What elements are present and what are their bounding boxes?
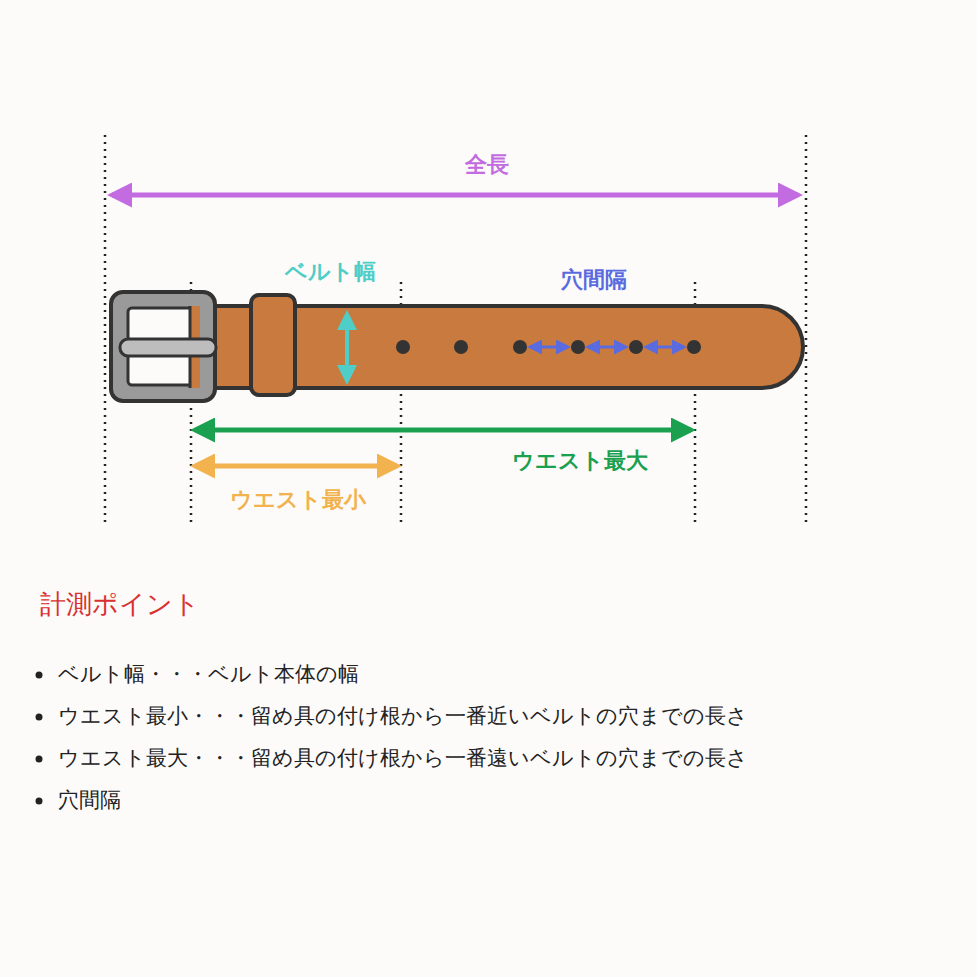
belt-holes [396, 340, 701, 354]
belt-keeper [251, 295, 295, 395]
buckle-prong [120, 339, 216, 356]
dimension-label: 穴間隔 [561, 267, 627, 293]
section-heading: 計測ポイント [40, 589, 200, 620]
width-arrow [345, 314, 349, 381]
list-item: ウエスト最大・・・留め具の付け根から一番遠いベルトの穴までの長さ [58, 746, 748, 771]
list-item: ベルト幅・・・ベルト本体の幅 [58, 662, 359, 687]
dimension-label: ウエスト最小 [230, 487, 366, 513]
buckle [111, 292, 215, 401]
list-item: ウエスト最小・・・留め具の付け根から一番近いベルトの穴までの長さ [58, 704, 748, 729]
bullet-dots [36, 672, 43, 805]
hole-spacing-arrows [530, 346, 684, 349]
dimension-label: ベルト幅 [285, 259, 376, 285]
dimension-label: ウエスト最大 [512, 448, 648, 474]
total-length-arrow [112, 193, 798, 198]
waist-min-arrow [195, 464, 397, 469]
guide-lines [105, 135, 806, 522]
dimension-label: 全長 [465, 152, 509, 178]
list-item: 穴間隔 [58, 788, 121, 813]
waist-max-arrow [195, 428, 691, 433]
